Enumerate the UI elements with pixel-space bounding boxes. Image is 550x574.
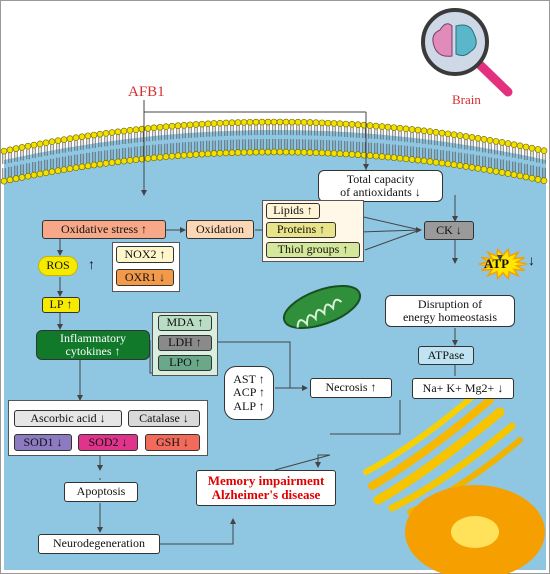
ions-label: Na+ K+ Mg2+ [422,380,495,395]
mda-box: MDA ↑ [158,315,212,331]
sod2-box: SOD2 ↓ [78,434,138,451]
disruption-line1: Disruption of [417,296,483,311]
lp-box: LP ↑ [42,297,80,313]
atpase-box: ATPase [418,346,474,365]
disruption-line2: energy homeostasis [402,310,498,324]
lpo-box: LPO ↑ [158,355,212,371]
thiol-groups-label: Thiol groups [277,242,340,257]
up-arrow-icon: ↑ [306,203,313,218]
arrowheads [57,164,503,533]
down-arrow-icon: ↓ [121,434,128,449]
lipids-label: Lipids [273,203,304,218]
thiol-groups-box: Thiol groups ↑ [266,242,360,258]
connector-lines [59,100,456,545]
catalase-label: Catalase [139,410,180,425]
inflammatory-line1: Inflammatory [60,330,126,345]
lp-label: LP [49,297,64,312]
brain-label: Brain [452,92,481,107]
up-arrow-icon: ↑ [197,315,204,330]
alp-row: ALP ↑ [233,398,265,413]
mda-label: MDA [166,315,195,330]
necrosis-box: Necrosis ↑ [310,378,392,398]
acp-row: ACP ↑ [233,385,265,400]
up-arrow-icon: ↑ [159,246,166,261]
neurodegeneration-label: Neurodegeneration [53,536,145,551]
inflammatory-cytokines-box: Inflammatory cytokines ↑ [36,330,150,360]
ast-row: AST ↑ [233,372,265,387]
sod2-label: SOD2 [88,434,119,449]
proteins-box: Proteins ↑ [266,222,336,238]
up-arrow-icon: ↑ [342,242,349,257]
ldh-box: LDH ↑ [158,335,212,351]
total-capacity-line1: Total capacity [346,171,415,186]
atp-down-arrow-icon: ↓ [528,254,535,269]
nox2-label: NOX2 [124,246,157,261]
down-arrow-icon: ↓ [56,434,63,449]
nox2-box: NOX2 ↑ [116,246,174,263]
memory-impairment-label: Memory impairment [207,472,325,488]
alzheimers-disease-label: Alzheimer's disease [211,487,321,502]
ascorbic-acid-label: Ascorbic acid [30,410,97,425]
afb1-title: AFB1 [128,84,165,100]
sod1-label: SOD1 [23,434,54,449]
down-arrow-icon: ↓ [159,269,166,284]
down-arrow-icon: ↓ [183,434,189,449]
up-arrow-icon: ↑ [194,355,201,370]
ros-up-arrow-icon: ↑ [88,258,95,273]
atp-starburst-icon [478,247,528,281]
lpo-label: LPO [169,355,192,370]
down-arrow-icon: ↓ [99,410,106,425]
brain-magnifier-icon [421,8,513,97]
neurodegeneration-box: Neurodegeneration [38,534,160,554]
ros-box: ROS [38,256,78,276]
ions-box: Na+ K+ Mg2+ ↓ [412,378,514,399]
apoptosis-box: Apoptosis [64,482,138,502]
cell-membrane [0,118,548,185]
oxidative-stress-label: Oxidative stress [61,221,138,236]
atp-label: ATP [484,256,510,271]
gsh-label: GSH [155,434,180,449]
down-arrow-icon: ↓ [182,410,189,425]
down-arrow-icon: ↓ [497,380,504,395]
lipids-box: Lipids ↑ [266,203,320,219]
gsh-box: GSH ↓ [145,434,200,451]
oxr1-label: OXR1 [124,269,157,284]
ldh-label: LDH [168,335,193,350]
ck-label: CK [436,222,453,237]
up-arrow-icon: ↑ [319,222,326,237]
ck-box: CK ↓ [424,221,474,240]
inflammatory-line2: cytokines ↑ [65,344,121,358]
oxidative-stress-box: Oxidative stress ↑ [42,220,166,239]
up-arrow-icon: ↑ [141,221,147,236]
catalase-box: Catalase ↓ [128,410,200,427]
apoptosis-label: Apoptosis [76,484,126,499]
necrosis-label: Necrosis [325,380,368,395]
oxidation-label: Oxidation [196,221,244,236]
down-arrow-icon: ↓ [455,222,462,237]
atpase-label: ATPase [427,347,465,362]
proteins-label: Proteins [276,222,317,237]
nucleus-icon [405,485,545,574]
up-arrow-icon: ↑ [195,335,202,350]
memory-impairment-box: Memory impairment Alzheimer's disease [196,470,336,506]
up-arrow-icon: ↑ [66,297,73,312]
total-capacity-line2: of antioxidants ↓ [340,185,421,199]
ast-acp-alp-box: AST ↑ ACP ↑ ALP ↑ [224,366,274,420]
ros-label: ROS [46,258,70,273]
ascorbic-acid-box: Ascorbic acid ↓ [14,410,122,427]
oxidation-box: Oxidation [186,220,254,239]
up-arrow-icon: ↑ [370,380,377,395]
sod1-box: SOD1 ↓ [14,434,72,451]
mitochondrion-icon [282,284,362,330]
disruption-energy-homeostasis-box: Disruption of energy homeostasis [385,295,515,327]
total-capacity-antioxidants-box: Total capacity of antioxidants ↓ [318,170,443,202]
oxr1-box: OXR1 ↓ [116,269,174,286]
